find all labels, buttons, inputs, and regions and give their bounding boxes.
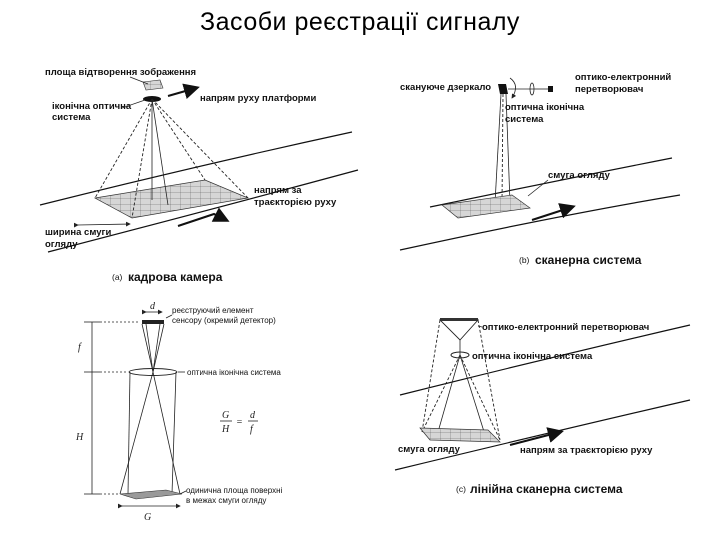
track-arrow-b: [531, 203, 576, 221]
label-converter-b1: оптико-електронний: [575, 72, 671, 83]
label-converter-c: оптико-електронний перетворювач: [482, 322, 649, 333]
symbol-d: d: [150, 301, 156, 312]
track-arrow-a: [177, 207, 230, 227]
earth-surface-b1: [429, 157, 673, 208]
label-optics-b2: система: [505, 114, 544, 125]
label-detector-2: сенсору (окремий детектор): [172, 316, 276, 325]
formula-num-right: d: [250, 410, 256, 421]
caption-letter-b: (b): [519, 255, 530, 265]
panel-line-scanner: оптико-електронний перетворювач оптична …: [394, 318, 691, 496]
panel-frame-camera: площа відтворення зображення іконічна оп…: [39, 67, 359, 284]
formula-num-left: G: [222, 410, 229, 421]
earth-surface-a2: [47, 169, 359, 253]
label-optics-b1: оптична іконічна: [505, 102, 585, 113]
formula-eq: =: [236, 417, 243, 428]
caption-c: лінійна сканерна система: [470, 482, 623, 496]
label-track-c: напрям за траєкторією руху: [520, 445, 653, 456]
ground-unit-area: [119, 489, 183, 500]
converter-b: [548, 86, 553, 92]
symbol-f: f: [78, 342, 82, 353]
label-converter-b2: перетворювач: [575, 84, 643, 95]
label-swath-a1: ширина смуги: [45, 227, 111, 238]
page-title: Засоби реєстрації сигналу: [200, 8, 520, 36]
symbol-H: H: [75, 432, 84, 443]
label-optics-a1: іконічна оптична: [52, 101, 132, 112]
label-track-a1: напрям за: [254, 185, 302, 196]
label-track-a2: траєкторією руху: [254, 197, 337, 208]
caption-a: кадрова камера: [128, 270, 223, 284]
lens-d: [128, 368, 178, 376]
caption-letter-c: (c): [456, 484, 466, 494]
caption-letter-a: (a): [112, 272, 123, 282]
caption-b: сканерна система: [535, 253, 642, 267]
label-mirror: скануюче дзеркало: [400, 82, 491, 93]
label-optics-d: оптична іконічна система: [187, 368, 281, 377]
panel-geometry: f H d G реєструючий елемент сенсору (окр…: [75, 301, 283, 523]
swath-c: [419, 427, 501, 443]
earth-surface-c1: [399, 324, 691, 396]
earth-surface-a1: [39, 131, 353, 206]
label-swath-a2: огляду: [45, 239, 78, 250]
label-detector-1: реєструючий елемент: [172, 306, 254, 315]
earth-surface-b2: [399, 194, 681, 251]
panel-scanner: скануюче дзеркало оптико-електронний пер…: [399, 72, 681, 267]
scan-mirror: [498, 84, 508, 94]
label-ground-2: в межах смуги огляду: [186, 496, 266, 505]
label-ground-1: одинична площа поверхні: [186, 486, 283, 495]
label-platform-motion: напрям руху платформи: [200, 93, 316, 104]
detector-element: [142, 320, 164, 324]
platform-motion-arrow: [167, 83, 200, 99]
swath-b: [441, 194, 531, 219]
swath-arrow-a: [73, 221, 131, 228]
label-image-plane: площа відтворення зображення: [45, 67, 196, 78]
label-swath-b: смуга огляду: [548, 170, 611, 181]
symbol-G: G: [144, 512, 151, 523]
label-swath-c: смуга огляду: [398, 444, 461, 455]
converter-c: [438, 319, 480, 341]
label-optics-a2: система: [52, 112, 91, 123]
formula-den-right: f: [250, 424, 254, 435]
track-arrow-c: [509, 427, 564, 446]
image-plane: [142, 79, 164, 91]
formula-den-left: H: [221, 424, 230, 435]
label-optics-c: оптична іконічна система: [472, 351, 593, 362]
converter-lens-b: [529, 82, 535, 96]
